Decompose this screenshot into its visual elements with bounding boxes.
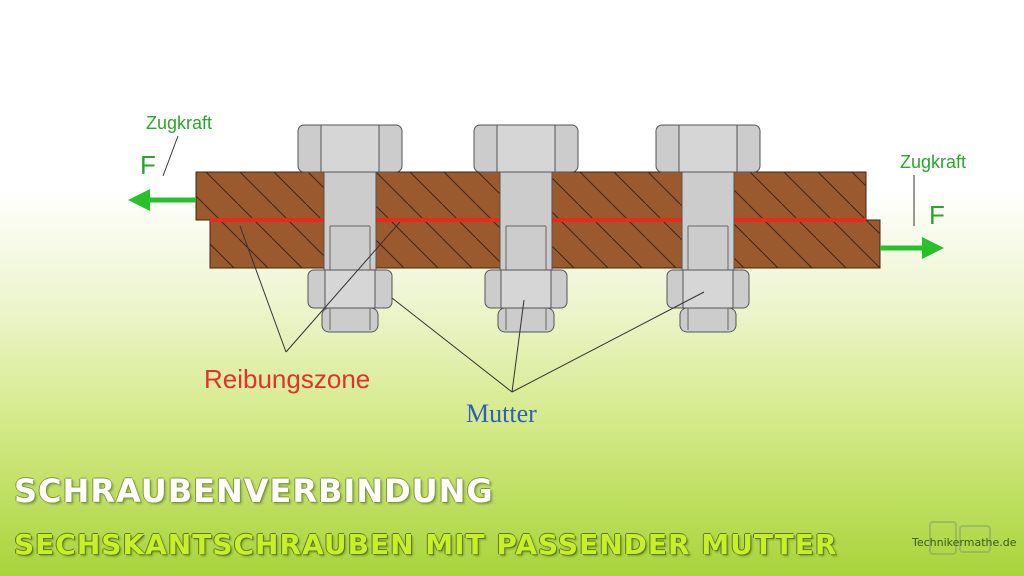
force-arrow-left <box>128 189 196 211</box>
force-arrow-right <box>880 237 944 259</box>
nut-2 <box>484 269 568 309</box>
reibung-leader-1 <box>239 225 287 353</box>
bolt-head-1 <box>297 124 403 173</box>
reibungszone-label: Reibungszone <box>204 364 371 394</box>
bolt-head-2 <box>473 124 579 173</box>
zugkraft-left-leader <box>162 135 179 177</box>
reibung-leader-2 <box>285 221 401 353</box>
force-left-label: F <box>140 150 156 180</box>
bolt-1 <box>297 124 403 333</box>
mutter-leader-3 <box>511 291 705 393</box>
nut-3 <box>666 269 750 309</box>
bolt-head-3 <box>655 124 761 173</box>
mutter-label: Mutter <box>466 399 537 428</box>
force-right-label: F <box>929 200 945 230</box>
mutter-leader-2 <box>511 299 525 393</box>
page-title: Schraubenverbindung <box>14 472 494 510</box>
zugkraft-right-label: Zugkraft <box>900 152 967 172</box>
bolt-2 <box>473 124 579 333</box>
brand-logo-icon <box>929 521 991 555</box>
nut-1 <box>307 269 393 309</box>
zugkraft-left-label: Zugkraft <box>146 113 213 133</box>
mutter-leader-1 <box>391 297 513 393</box>
bolt-3 <box>655 124 761 333</box>
page-subtitle: Sechskantschrauben mit passender Mutter <box>14 528 838 561</box>
brand-label: Technikermathe.de <box>912 536 1017 549</box>
